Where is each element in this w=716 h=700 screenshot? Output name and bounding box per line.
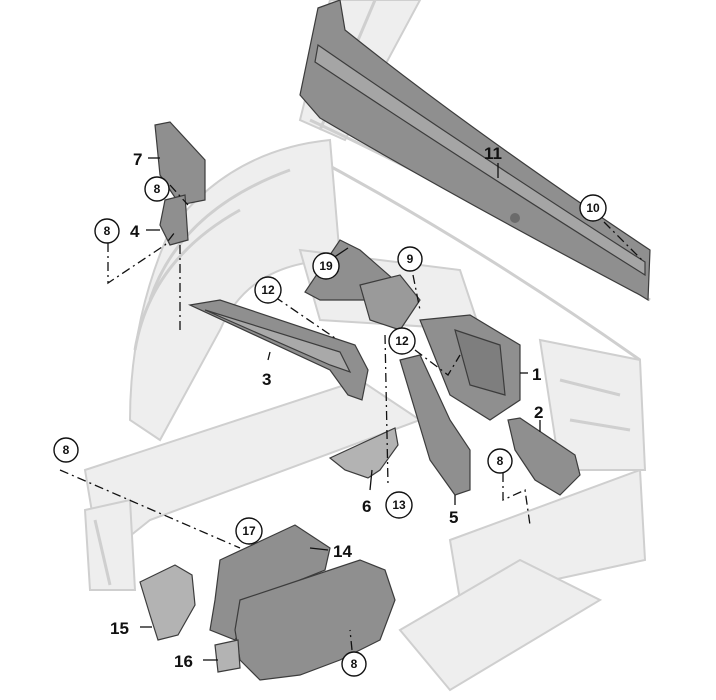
part-1-panel — [419, 314, 521, 421]
callout-labels: 11 7 4 3 1 2 6 5 14 15 16 — [110, 144, 543, 671]
circled-callout-9: 9 — [397, 246, 423, 272]
circled-callout-8: 8 — [487, 448, 513, 474]
circled-callouts: 8 8 8 8 8 9 10 12 — [53, 176, 607, 677]
cowl-panel-part — [299, 0, 651, 302]
part-3-strut-panel — [187, 299, 369, 401]
circled-callout-19: 19 — [312, 252, 340, 280]
svg-text:9: 9 — [407, 252, 414, 266]
part-16-tray — [214, 559, 396, 681]
part-2-bracket — [507, 417, 581, 496]
callout-1: 1 — [532, 365, 541, 384]
part-9-bracket — [359, 274, 421, 331]
circled-callout-12: 12 — [388, 327, 416, 355]
callout-16: 16 — [174, 652, 193, 671]
circled-callout-8-partial: 8 — [53, 437, 79, 463]
dash-dot-lines — [59, 184, 643, 651]
svg-text:13: 13 — [392, 498, 406, 512]
svg-text:8: 8 — [351, 657, 358, 671]
svg-text:19: 19 — [319, 259, 333, 273]
callout-5: 5 — [449, 508, 458, 527]
circled-callout-8: 8 — [144, 176, 170, 202]
callout-3: 3 — [262, 370, 271, 389]
circled-callout-12: 12 — [254, 276, 282, 304]
callout-2: 2 — [534, 403, 543, 422]
callout-6: 6 — [362, 497, 371, 516]
callout-14: 14 — [333, 542, 352, 561]
svg-text:17: 17 — [242, 524, 256, 538]
part-15-shield — [139, 564, 196, 641]
callout-11: 11 — [484, 144, 502, 163]
circled-callout-17: 17 — [235, 517, 263, 545]
callout-7: 7 — [133, 150, 142, 169]
svg-text:8: 8 — [104, 224, 111, 238]
callout-15: 15 — [110, 619, 129, 638]
svg-text:8: 8 — [63, 443, 70, 457]
part-5-support — [399, 354, 471, 496]
callout-4: 4 — [130, 222, 140, 241]
circled-callout-8: 8 — [94, 218, 120, 244]
svg-text:8: 8 — [154, 182, 161, 196]
part-4-bracket — [159, 194, 189, 246]
svg-text:12: 12 — [261, 283, 275, 297]
svg-text:8: 8 — [497, 454, 504, 468]
circled-callout-13: 13 — [385, 491, 413, 519]
circled-callout-8: 8 — [341, 651, 367, 677]
svg-text:10: 10 — [586, 201, 600, 215]
circled-callout-10: 10 — [579, 194, 607, 222]
svg-text:12: 12 — [395, 334, 409, 348]
part-6-gusset — [328, 427, 399, 479]
